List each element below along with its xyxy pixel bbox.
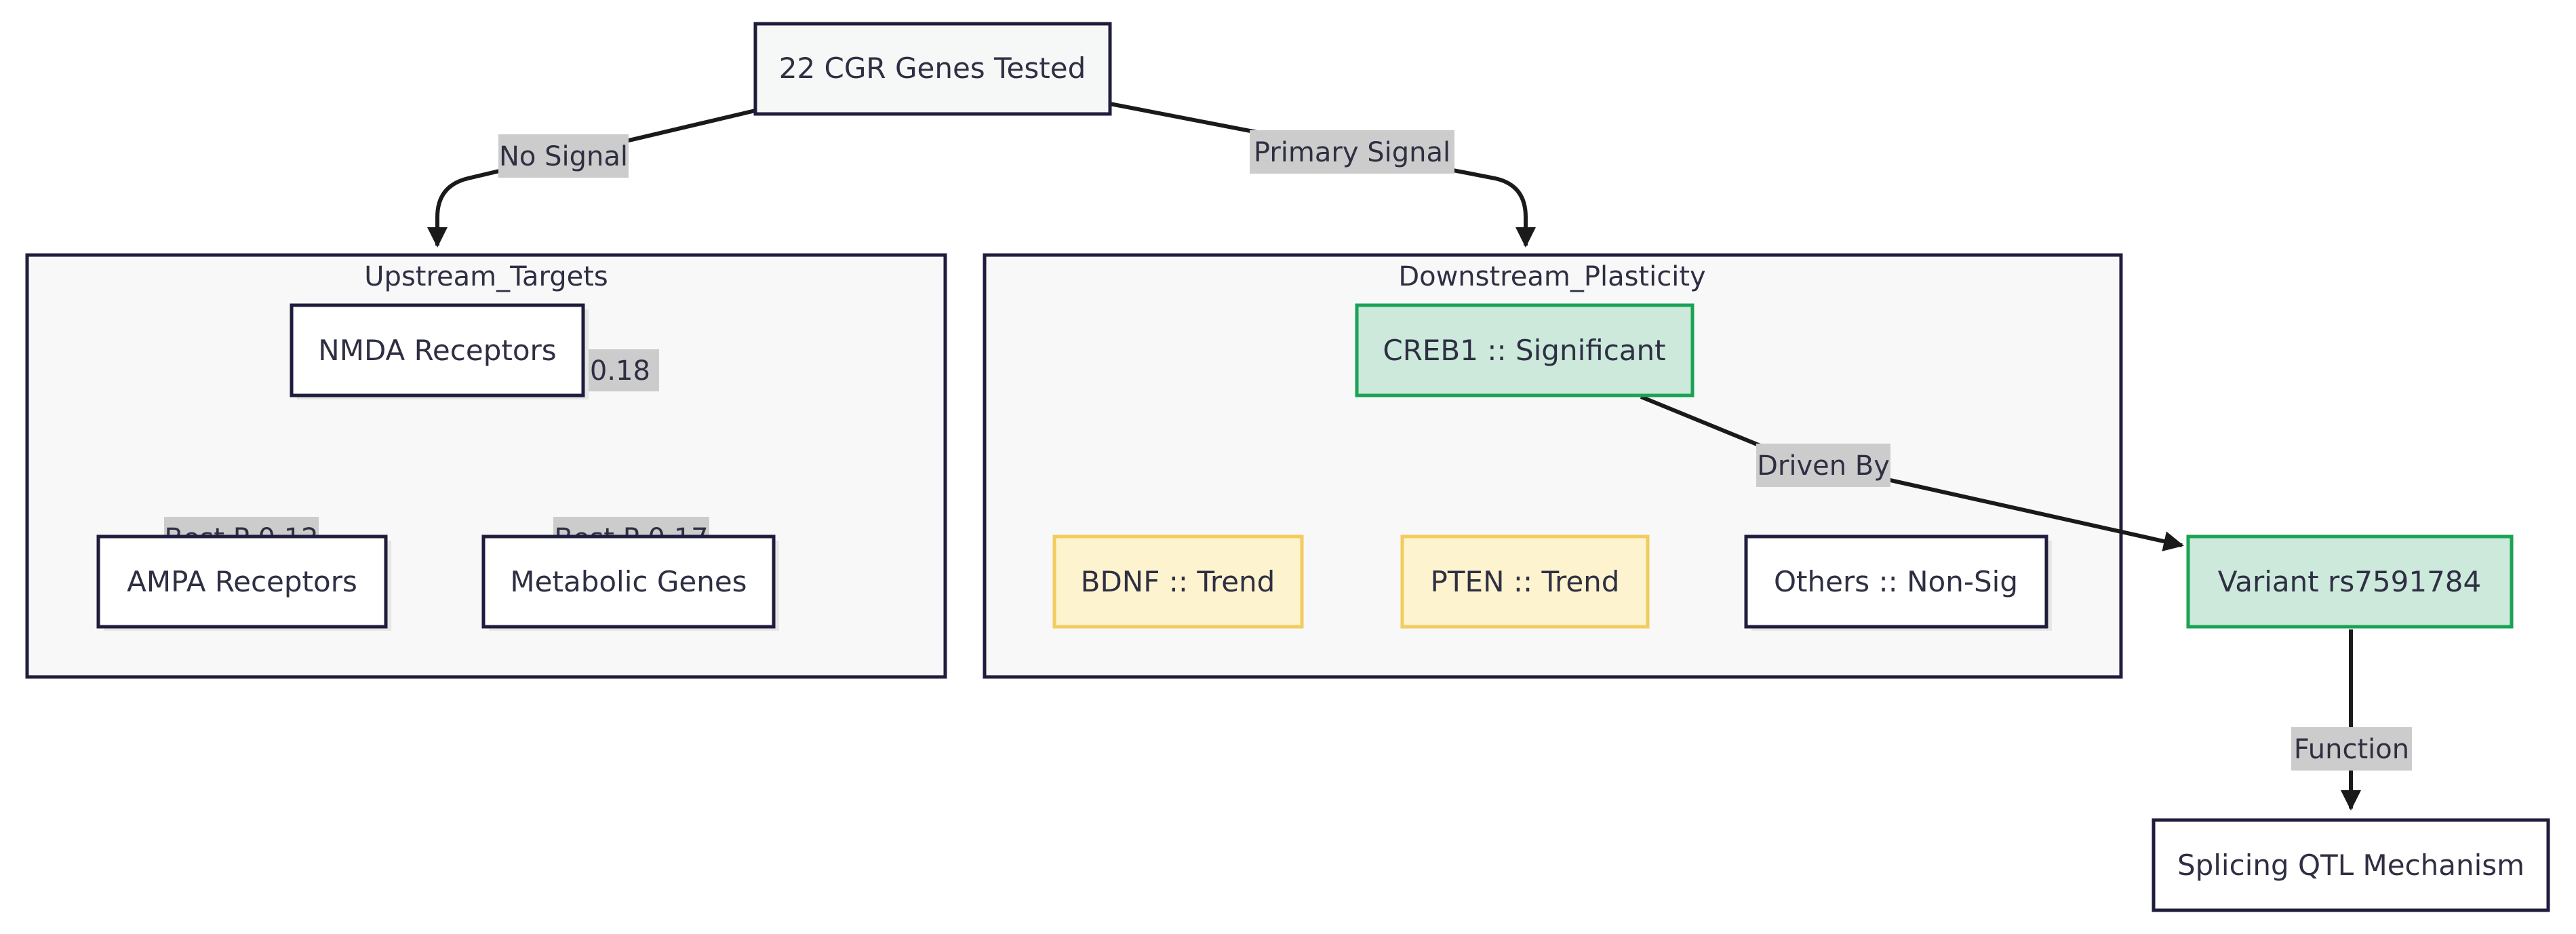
node-splicing-label: Splicing QTL Mechanism [2177,849,2524,882]
edge-label-driven-by-text: Driven By [1757,450,1890,482]
node-nmda-label: NMDA Receptors [318,334,556,367]
node-root-label: 22 CGR Genes Tested [779,52,1086,85]
node-others-label: Others :: Non-Sig [1774,565,2018,598]
node-ampa-receptors[interactable]: AMPA Receptors [96,534,391,631]
node-splicing[interactable]: Splicing QTL Mechanism [2152,818,2550,912]
node-root[interactable]: 22 CGR Genes Tested [753,22,1112,116]
edges [427,102,2361,811]
node-bdnf[interactable]: BDNF :: Trend [1052,534,1304,629]
node-nmda-receptors[interactable]: NMDA Receptors [290,303,589,400]
node-metabolic-label: Metabolic Genes [510,565,747,598]
edge-primary-signal [1109,102,1536,248]
edge-label-no-signal-text: No Signal [499,141,628,172]
node-creb1-label: CREB1 :: Significant [1383,334,1665,367]
cluster-downstream-label: Downstream_Plasticity [1398,261,1705,292]
edge-label-primary-signal-text: Primary Signal [1254,137,1450,168]
node-metabolic-genes[interactable]: Metabolic Genes [481,534,779,631]
edge-label-no-signal: No Signal [498,134,629,178]
node-creb1[interactable]: CREB1 :: Significant [1355,303,1695,397]
node-bdnf-label: BDNF :: Trend [1081,565,1275,598]
edge-label-driven-by: Driven By [1756,444,1890,487]
edge-label-function: Function [2291,727,2412,771]
edge-no-signal [427,109,756,248]
node-variant-label: Variant rs7591784 [2218,565,2482,598]
edge-label-primary-signal: Primary Signal [1250,130,1454,174]
node-others[interactable]: Others :: Non-Sig [1744,534,2052,631]
node-pten-label: PTEN :: Trend [1431,565,1620,598]
edge-label-function-text: Function [2294,734,2409,765]
node-pten[interactable]: PTEN :: Trend [1400,534,1650,629]
node-variant[interactable]: Variant rs7591784 [2186,534,2514,629]
cluster-upstream-label: Upstream_Targets [364,261,608,292]
node-ampa-label: AMPA Receptors [127,565,357,598]
